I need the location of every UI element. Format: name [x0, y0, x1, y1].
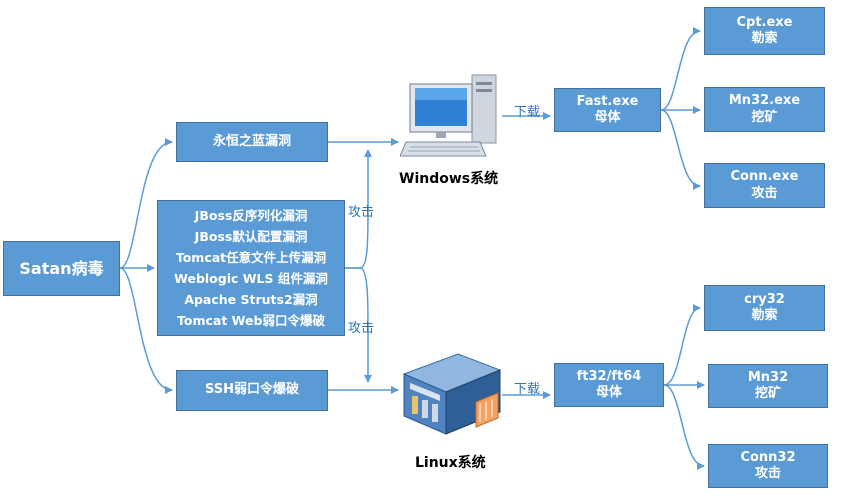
ssh-node: SSH弱口令爆破: [176, 370, 328, 411]
windows-child-node: Mn32.exe 挖矿: [704, 87, 825, 132]
windows-child-name: Mn32.exe: [728, 93, 801, 109]
desktop-computer-icon: [400, 74, 497, 157]
linux-child-role: 攻击: [754, 466, 781, 481]
linux-child-name: cry32: [744, 291, 785, 307]
windows-download-label: 下载: [514, 105, 541, 120]
attack-label-top: 攻击: [348, 205, 375, 220]
linux-child-role: 挖矿: [754, 386, 781, 401]
edge-ft-conn: [663, 384, 705, 470]
vuln-item: JBoss反序列化漏洞: [194, 208, 308, 223]
linux-parent-role: 母体: [595, 385, 622, 400]
linux-child-node: cry32 勒索: [704, 285, 825, 331]
windows-child-role: 攻击: [751, 185, 778, 201]
linux-child-name: Conn32: [740, 449, 796, 465]
edge-fast-conn: [660, 109, 701, 190]
windows-child-name: Cpt.exe: [736, 14, 793, 30]
vuln-item: Tomcat任意文件上传漏洞: [175, 250, 327, 265]
linux-child-name: Mn32: [747, 369, 789, 385]
eternalblue-node: 永恒之蓝漏洞: [176, 122, 328, 162]
windows-parent-name: Fast.exe: [576, 93, 639, 109]
edge-ft-cry: [663, 304, 701, 386]
linux-parent-name: ft32/ft64: [576, 368, 642, 384]
vuln-item: Apache Struts2漏洞: [184, 292, 318, 307]
windows-parent-node: Fast.exe 母体: [554, 88, 661, 132]
root-node: Satan病毒: [3, 241, 120, 296]
vuln-item: JBoss默认配置漏洞: [194, 229, 308, 244]
linux-download-label: 下载: [514, 382, 541, 397]
windows-child-node: Cpt.exe 勒索: [704, 7, 825, 55]
linux-child-node: Mn32 挖矿: [708, 364, 828, 408]
linux-caption: Linux系统: [415, 455, 486, 471]
windows-parent-role: 母体: [594, 110, 621, 125]
linux-child-role: 勒索: [751, 308, 778, 323]
vuln-item: Tomcat Web弱口令爆破: [177, 313, 325, 328]
windows-caption: Windows系统: [399, 171, 499, 187]
vuln-item: Weblogic WLS 组件漏洞: [174, 271, 328, 286]
eternalblue-label: 永恒之蓝漏洞: [212, 133, 291, 149]
linux-parent-node: ft32/ft64 母体: [554, 363, 664, 407]
root-label: Satan病毒: [19, 258, 104, 278]
edge-group-attack-linux: [345, 267, 372, 383]
edge-root-ssh: [119, 267, 173, 394]
windows-child-name: Conn.exe: [730, 169, 799, 185]
attack-label-bottom: 攻击: [348, 321, 375, 336]
linux-child-node: Conn32 攻击: [708, 444, 828, 488]
windows-child-node: Conn.exe 攻击: [704, 163, 825, 208]
windows-child-role: 挖矿: [751, 109, 778, 125]
server-rack-icon: [402, 353, 502, 435]
vuln-group-node: JBoss反序列化漏洞 JBoss默认配置漏洞 Tomcat任意文件上传漏洞 W…: [157, 200, 345, 336]
edge-fast-cpt: [660, 27, 701, 111]
windows-child-role: 勒索: [751, 31, 778, 46]
ssh-label: SSH弱口令爆破: [204, 382, 300, 398]
edge-root-eternalblue: [119, 138, 173, 269]
